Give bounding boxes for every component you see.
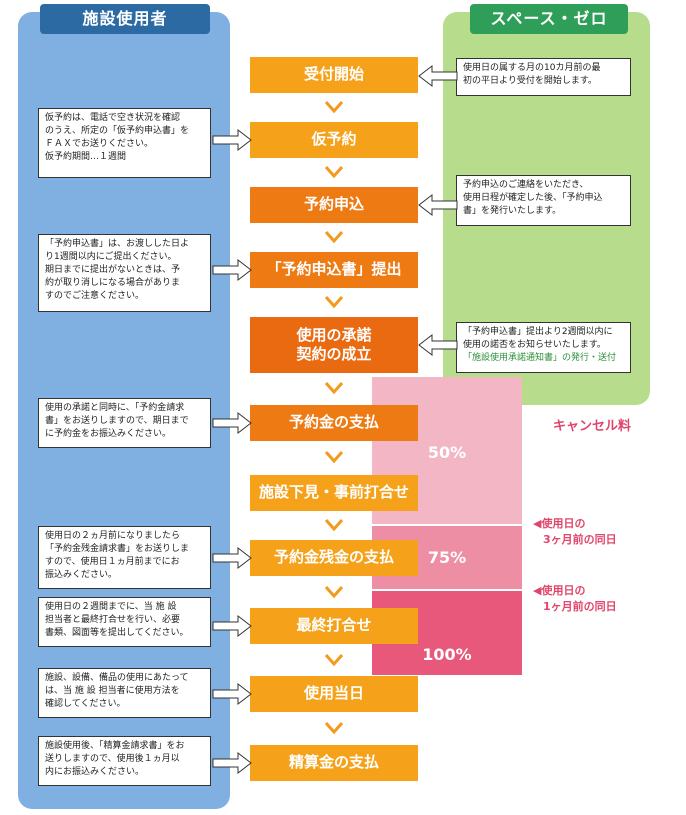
note-line: は、当 施 設 担当者に使用方法を [45,686,180,696]
step-booking-application: 予約申込 [250,187,418,223]
step-final-meeting: 最終打合せ [250,608,418,644]
down-arrow-icon [324,166,344,179]
right-note-booking-application: 予約申込のご連絡をいただき、 使用日程が確定した後、「予約申込 書」を発行いたし… [456,175,631,226]
cancel-marker-1-month-line2: 1ヶ月前の同日 [543,600,617,613]
right-note-approval: 「予約申込書」提出より2週間以内に 使用の諾否をお知らせいたします。 「施設使用… [456,322,631,373]
note-line: ＦＡＸでお送りください。 [45,139,154,149]
step-application-submit: 「予約申込書」提出 [250,252,418,288]
note-line: 「予約金残金請求書」をお送りしま [45,544,190,554]
step-approval-contract: 使用の承諾 契約の成立 [250,317,418,373]
step-preview-meeting: 施設下見・事前打合せ [250,475,418,511]
note-line: のうえ、所定の「仮予約申込書」を [45,126,190,136]
note-line: 「予約申込書」は、お渡しした日よ [45,239,190,249]
down-arrow-icon [324,722,344,735]
note-line: すので、使用日１ヵ月前までにお [45,557,180,567]
note-line: 施設、設備、備品の使用にあたって [45,673,189,683]
note-line: 「施設使用承諾通知書」の発行・送付 [463,353,617,363]
note-line: 仮予約は、電話で空き状況を確認 [45,113,181,123]
note-line: 内にお振込みください。 [45,767,145,777]
right-arrow-icon [212,411,252,435]
step-balance-payment: 予約金残金の支払 [250,540,418,576]
note-line: 使用の諾否をお知らせいたします。 [463,340,606,350]
left-note-balance: 使用日の２ヵ月前になりましたら 「予約金残金請求書」をお送りしま すので、使用日… [38,526,211,589]
note-line: 振込みください。 [45,570,118,580]
note-line: に予約金をお振込みください。 [45,429,172,439]
down-arrow-icon [324,101,344,114]
note-line: 書類、図面等を提出してください。 [45,628,189,638]
cancel-marker-3-months-line2: 3ヶ月前の同日 [543,533,617,546]
step-usage-day: 使用当日 [250,676,418,712]
left-arrow-icon [418,193,458,217]
step-approval-line: 使用の承諾 [296,325,372,344]
left-arrow-icon [418,64,458,88]
left-note-settlement: 施設使用後、「精算金請求書」をお 送りしますので、使用後１ヵ月以 内にお振込みく… [38,736,211,786]
user-column-header: 施設使用者 [40,4,210,34]
left-note-usage-day: 施設、設備、備品の使用にあたって は、当 施 設 担当者に使用方法を 確認してく… [38,668,211,718]
down-arrow-icon [324,231,344,244]
right-arrow-icon [212,614,252,638]
right-arrow-icon [212,682,252,706]
cancel-pct-100: 100% [422,645,472,664]
left-note-deposit: 使用の承諾と同時に、「予約金請求 書」をお送りしますので、期日まで に予約金をお… [38,398,211,448]
note-line: 送りしますので、使用後１ヵ月以 [45,754,180,764]
step-reception-start: 受付開始 [250,57,418,93]
right-note-reception: 使用日の属する月の10カ月前の最 初の平日より受付を開始します。 [456,58,631,96]
down-arrow-icon [324,654,344,667]
step-provisional-booking: 仮予約 [250,122,418,158]
down-arrow-icon [324,296,344,309]
step-settlement-payment: 精算金の支払 [250,745,418,781]
note-line: 使用日程が確定した後、「予約申込 [463,193,603,203]
left-arrow-icon [418,333,458,357]
left-note-final-meeting: 使用日の２週間までに、当 施 設 担当者と最終打合せを行い、必要 書類、図面等を… [38,597,211,647]
note-line: 使用日の２週間までに、当 施 設 [45,602,177,612]
cancel-marker-1-month: ◀使用日の 1ヶ月前の同日 [533,583,653,615]
note-line: 担当者と最終打合せを行い、必要 [45,615,181,625]
down-arrow-icon [324,519,344,532]
cancel-pct-75: 75% [427,548,467,567]
note-line: 「予約申込書」提出より2週間以内に [463,327,613,337]
note-line: 予約申込のご連絡をいただき、 [463,180,589,190]
left-note-application-submit: 「予約申込書」は、お渡しした日よ り1週間以内にご提出ください。 期日までに提出… [38,234,211,312]
space-zero-column-header: スペース・ゼロ [470,4,628,34]
down-arrow-icon [324,382,344,395]
cancel-marker-1-month-line1: ◀使用日の [533,584,586,597]
right-arrow-icon [212,128,252,152]
step-contract-line: 契約の成立 [296,345,372,363]
note-line: 使用日の属する月の10カ月前の最 [463,63,601,73]
left-note-provisional: 仮予約は、電話で空き状況を確認 のうえ、所定の「仮予約申込書」を ＦＡＸでお送り… [38,108,211,178]
note-line: 書」を発行いたします。 [463,206,562,216]
note-line: 確認してください。 [45,699,126,709]
right-arrow-icon [212,751,252,775]
cancel-fee-title: キャンセル料 [552,419,631,434]
right-arrow-icon [212,546,252,570]
right-arrow-icon [212,258,252,282]
note-line: 施設使用後、「精算金請求書」をお [45,741,185,751]
cancel-marker-3-months: ◀使用日の 3ヶ月前の同日 [533,516,653,548]
note-line: 初の平日より受付を開始します。 [463,76,597,86]
cancel-marker-3-months-line1: ◀使用日の [533,517,586,530]
note-line: すのでご注意ください。 [45,291,145,301]
note-line: 書」をお送りしますので、期日まで [45,416,189,426]
step-deposit-payment: 予約金の支払 [250,405,418,441]
note-line: 使用日の２ヵ月前になりましたら [45,531,181,541]
note-line: 仮予約期間…１週間 [45,152,127,162]
down-arrow-icon [324,451,344,464]
cancel-pct-50: 50% [427,443,467,462]
note-line: 期日までに提出がないときは、予 [45,265,181,275]
note-line: 使用の承諾と同時に、「予約金請求 [45,403,185,413]
note-line: り1週間以内にご提出ください。 [45,252,177,262]
down-arrow-icon [324,586,344,599]
note-line: 約が取り消しになる場合がありま [45,278,181,288]
